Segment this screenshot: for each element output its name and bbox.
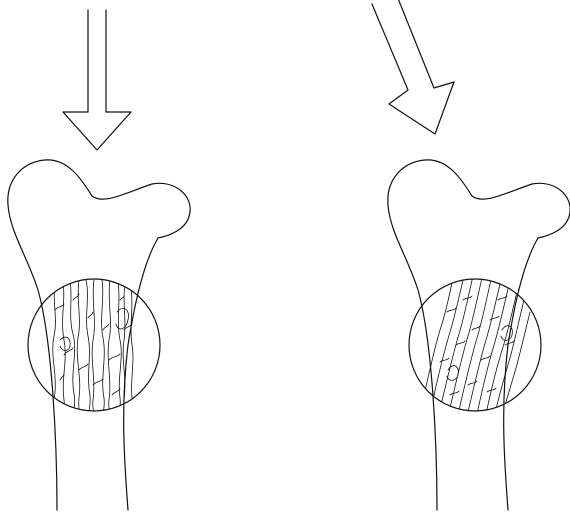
left-panel [8,10,190,510]
left-load-arrow-icon [63,10,131,150]
left-bone-head [8,160,190,510]
right-load-arrow-icon [372,0,454,134]
right-panel [372,0,570,510]
right-bone-head [388,160,570,510]
left-trabecular-pattern [53,280,133,415]
